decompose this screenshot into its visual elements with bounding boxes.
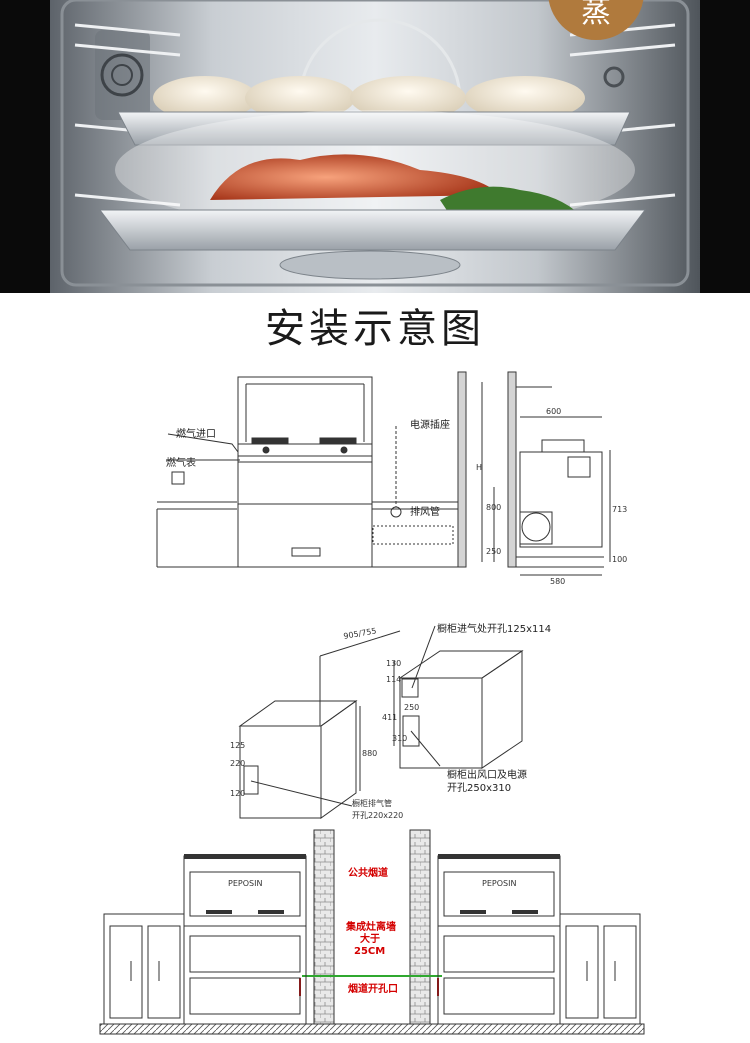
dim-800: 800 (486, 503, 501, 512)
distance-label-1: 集成灶离墙 (345, 920, 396, 933)
dim-310: 310 (392, 734, 407, 743)
dim-130: 130 (386, 659, 401, 668)
outlet-cutout-label-1: 橱柜出风口及电源 (447, 768, 527, 781)
intake-cutout-label: 橱柜进气处开孔125x114 (437, 622, 551, 635)
exhaust-cutout-label-2: 开孔220x220 (352, 811, 403, 820)
dim-250-cut: 250 (404, 703, 419, 712)
brand-left: PEPOSIN (228, 879, 262, 888)
gas-meter-label: 燃气表 (166, 456, 196, 469)
dim-125: 125 (230, 741, 245, 750)
gas-inlet-label: 燃气进口 (176, 427, 216, 440)
dim-411: 411 (382, 713, 397, 722)
page-title: 安装示意图 (265, 306, 485, 352)
installation-side-diagram: 燃气进口 燃气表 电源插座 排风管 600 H 800 250 713 100 … (156, 371, 627, 586)
dim-600: 600 (546, 407, 561, 416)
outlet-cutout-label-2: 开孔250x310 (447, 782, 511, 794)
dim-114: 114 (386, 675, 401, 684)
dim-880: 880 (362, 749, 377, 758)
dim-905-755: 905/755 (343, 626, 377, 641)
cabinet-cutout-diagram: 905/755 130 114 250 411 310 880 125 220 … (230, 622, 551, 820)
dim-713: 713 (612, 505, 627, 514)
dim-100: 100 (612, 555, 627, 564)
exhaust-pipe-label: 排风管 (410, 505, 440, 518)
dim-120: 120 (230, 789, 245, 798)
dim-250: 250 (486, 547, 501, 556)
oven-interior-illustration (50, 0, 700, 293)
steam-oven-photo: 蒸 (0, 0, 750, 293)
dim-580: 580 (550, 577, 565, 586)
dim-h: H (476, 463, 482, 472)
distance-label-3: 25CM (354, 946, 385, 957)
exhaust-cutout-label-1: 橱柜排气管 (352, 798, 392, 808)
public-flue-label: 公共烟道 (348, 866, 388, 879)
power-socket-label: 电源插座 (410, 418, 450, 431)
public-flue-diagram: PEPOSIN PEPOSIN 公共烟道 集成灶离墙 大于 25CM 烟道开孔口 (99, 829, 645, 1035)
distance-label-2: 大于 (360, 932, 380, 945)
brand-right: PEPOSIN (482, 879, 516, 888)
dim-220: 220 (230, 759, 245, 768)
flue-opening-label: 烟道开孔口 (348, 982, 398, 995)
